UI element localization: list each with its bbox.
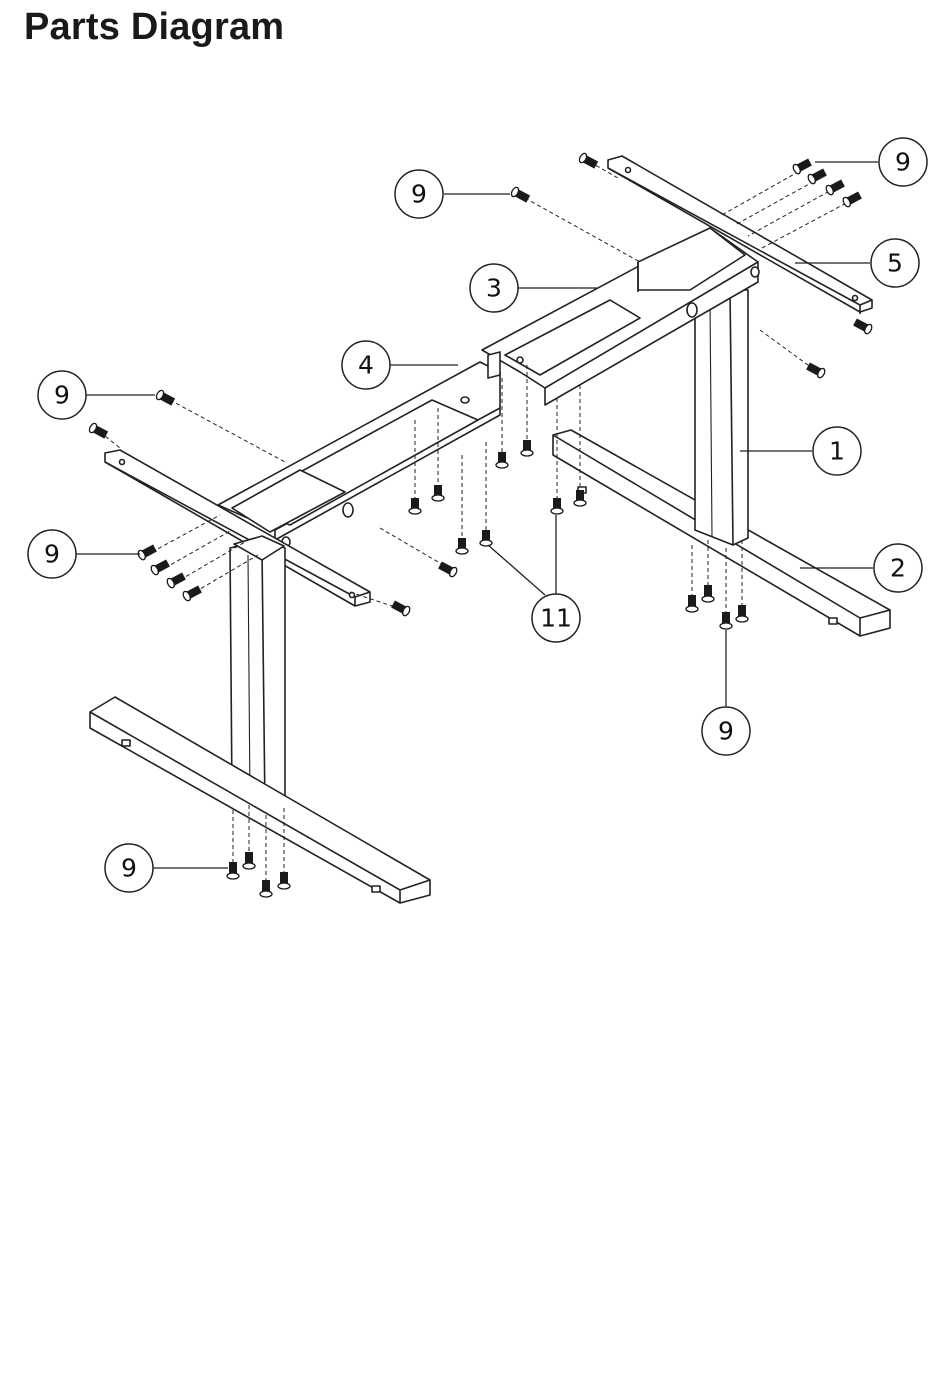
callout-label: 1 xyxy=(829,437,845,466)
callout-label: 3 xyxy=(486,274,502,303)
callout-2: 2 xyxy=(874,544,922,592)
callout-3: 3 xyxy=(470,264,518,312)
callout-label: 9 xyxy=(718,717,734,746)
callout-9-left-bottom: 9 xyxy=(105,844,153,892)
callout-4: 4 xyxy=(342,341,390,389)
callout-9-top-right: 9 xyxy=(879,138,927,186)
callout-label: 9 xyxy=(121,854,137,883)
callout-9-left-top: 9 xyxy=(38,371,86,419)
callout-9-top-center: 9 xyxy=(395,170,443,218)
callout-label: 2 xyxy=(890,554,906,583)
callout-label: 4 xyxy=(358,351,374,380)
callout-label: 11 xyxy=(540,604,572,633)
callout-11: 11 xyxy=(532,594,580,642)
callout-9-left-middle: 9 xyxy=(28,530,76,578)
callout-1: 1 xyxy=(813,427,861,475)
callout-label: 9 xyxy=(54,381,70,410)
callout-9-right-bottom: 9 xyxy=(702,707,750,755)
callout-5: 5 xyxy=(871,239,919,287)
right-leg-column xyxy=(695,290,748,545)
callout-label: 9 xyxy=(44,540,60,569)
callout-label: 9 xyxy=(895,148,911,177)
callout-label: 9 xyxy=(411,180,427,209)
callout-label: 5 xyxy=(887,249,903,278)
